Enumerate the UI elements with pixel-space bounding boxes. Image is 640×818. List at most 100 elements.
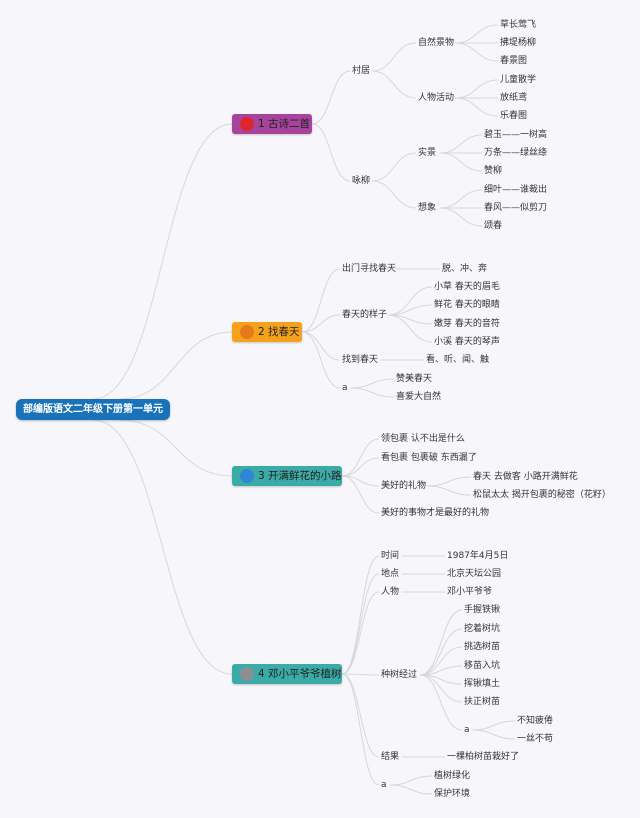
connector-line	[439, 207, 483, 227]
node-real-scene[interactable]: 实景	[418, 148, 437, 158]
connector-line	[311, 70, 351, 125]
connector-line	[439, 152, 483, 172]
topic-node-2[interactable]: 2 找春天	[232, 322, 302, 342]
connector-line	[301, 331, 341, 389]
node-person[interactable]: 人物	[381, 587, 400, 597]
node-leaf[interactable]: 一棵柏树苗栽好了	[447, 752, 520, 762]
connector-line	[471, 729, 516, 740]
connector-line	[341, 573, 380, 675]
node-leaf[interactable]: 手握铁锹	[464, 605, 501, 615]
connector-line	[371, 70, 417, 99]
topic-node-4[interactable]: 4 邓小平爷爷植树	[232, 664, 342, 684]
node-found-spring[interactable]: 找到春天	[342, 355, 379, 365]
node-leaf[interactable]: 扶正树苗	[464, 697, 501, 707]
node-place[interactable]: 地点	[381, 569, 400, 579]
node-imagination[interactable]: 想象	[418, 203, 437, 213]
node-leaf[interactable]: 小溪 春天的琴声	[434, 337, 500, 347]
node-natural-scenery[interactable]: 自然景物	[418, 38, 455, 48]
node-leaf[interactable]: 颂春	[484, 221, 503, 231]
node-leaf[interactable]: 春景图	[500, 56, 528, 66]
connector-line	[419, 609, 463, 676]
connector-line	[92, 419, 233, 675]
node-best-gift[interactable]: 美好的事物才是最好的礼物	[381, 508, 490, 518]
node-leaf[interactable]: 喜爱大自然	[396, 392, 442, 402]
node-leaf[interactable]: 春风——似剪刀	[484, 203, 548, 213]
connector-line	[119, 419, 233, 477]
topic-label: 3 开满鲜花的小路	[258, 470, 342, 482]
connector-line	[341, 591, 380, 675]
connector-line	[387, 286, 433, 316]
connector-line	[371, 180, 417, 209]
node-leaf[interactable]: 儿童散学	[500, 75, 537, 85]
node-leaf[interactable]: 植树绿化	[434, 771, 471, 781]
node-spring-looks[interactable]: 春天的样子	[342, 310, 388, 320]
node-leaf[interactable]: 看、听、闻、触	[426, 355, 490, 365]
node-a[interactable]: a	[381, 780, 387, 790]
connector-line	[471, 720, 516, 731]
topic-node-1[interactable]: 1 古诗二首	[232, 114, 312, 134]
node-leaf[interactable]: 小草 春天的眉毛	[434, 282, 500, 292]
root-node[interactable]: 部编版语文二年级下册第一单元	[16, 399, 170, 420]
node-leaf[interactable]: 鲜花 春天的眼睛	[434, 300, 500, 310]
node-go-find-spring[interactable]: 出门寻找春天	[342, 264, 397, 274]
node-leaf[interactable]: 赞柳	[484, 166, 503, 176]
connector-line	[419, 646, 463, 676]
node-leaf[interactable]: 细叶——谁裁出	[484, 185, 548, 195]
node-leaf[interactable]: 邓小平爷爷	[447, 587, 493, 597]
connector-line	[426, 476, 472, 487]
node-planting-process[interactable]: 种树经过	[381, 670, 418, 680]
node-time[interactable]: 时间	[381, 551, 400, 561]
node-leaf[interactable]: 拂堤杨柳	[500, 38, 537, 48]
connector-line	[439, 134, 483, 154]
node-leaf[interactable]: 松鼠太太 揭开包裹的秘密（花籽）	[473, 490, 611, 500]
connector-line	[419, 674, 463, 731]
node-get-package[interactable]: 领包裹 认不出是什么	[381, 434, 465, 444]
node-leaf[interactable]: 挥锹填土	[464, 679, 501, 689]
connector-line	[454, 97, 499, 117]
node-a[interactable]: a	[342, 383, 348, 393]
connector-line	[341, 438, 380, 477]
node-leaf[interactable]: 挖着树坑	[464, 624, 501, 634]
connector-line	[371, 42, 417, 72]
topic-label: 1 古诗二首	[258, 118, 311, 130]
node-village-poem[interactable]: 村居	[352, 66, 371, 76]
number-badge-icon	[240, 469, 254, 483]
node-leaf[interactable]: 草长莺飞	[500, 20, 537, 30]
node-leaf[interactable]: 碧玉——一树高	[484, 130, 548, 140]
connector-line	[426, 485, 472, 496]
node-leaf[interactable]: 乐春图	[500, 111, 528, 121]
node-leaf[interactable]: 嫩芽 春天的音符	[434, 319, 500, 329]
connector-line	[454, 24, 499, 44]
connector-line	[341, 673, 380, 786]
node-leaf[interactable]: 放纸鸢	[500, 93, 528, 103]
connector-line	[311, 123, 351, 182]
node-leaf[interactable]: 挑选树苗	[464, 642, 501, 652]
node-leaf[interactable]: 不知疲倦	[517, 716, 554, 726]
connector-line	[92, 123, 233, 400]
node-a[interactable]: a	[464, 725, 470, 735]
node-beautiful-gift[interactable]: 美好的礼物	[381, 481, 427, 491]
node-leaf[interactable]: 移苗入坑	[464, 661, 501, 671]
connector-line	[341, 475, 380, 514]
node-see-package[interactable]: 看包裹 包裹破 东西漏了	[381, 453, 477, 463]
connector-line	[341, 673, 380, 758]
connector-line	[387, 314, 433, 343]
node-human-activity[interactable]: 人物活动	[418, 93, 455, 103]
connector-line	[439, 189, 483, 209]
topic-label: 2 找春天	[258, 326, 300, 338]
connector-line	[341, 673, 380, 676]
topic-node-3[interactable]: 3 开满鲜花的小路	[232, 466, 342, 486]
node-leaf[interactable]: 春天 去做客 小路开满鲜花	[473, 472, 578, 482]
node-willow-poem[interactable]: 咏柳	[352, 176, 371, 186]
node-leaf[interactable]: 一丝不苟	[517, 734, 554, 744]
connector-line	[301, 268, 341, 333]
node-leaf[interactable]: 赞美春天	[396, 374, 433, 384]
node-result[interactable]: 结果	[381, 752, 400, 762]
node-leaf[interactable]: 脱、冲、奔	[442, 264, 488, 274]
node-leaf[interactable]: 万条——绿丝绦	[484, 148, 548, 158]
node-leaf[interactable]: 保护环境	[434, 789, 471, 799]
node-leaf[interactable]: 北京天坛公园	[447, 569, 502, 579]
node-leaf[interactable]: 1987年4月5日	[447, 551, 509, 561]
